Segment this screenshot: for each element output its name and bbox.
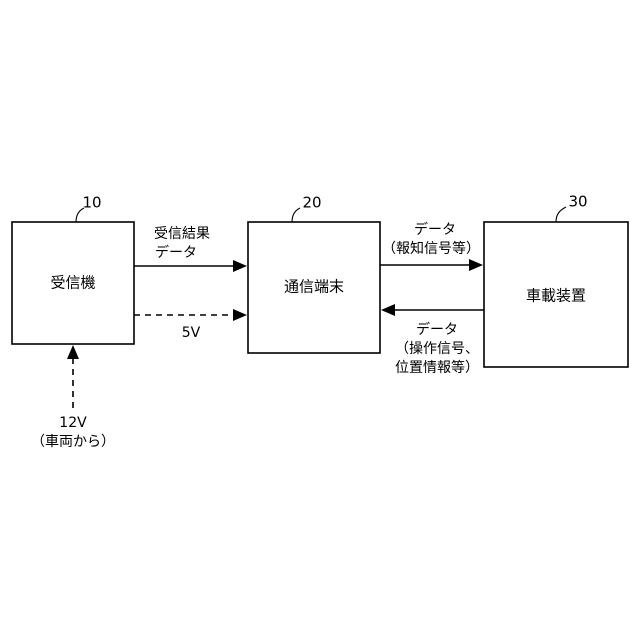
vehicle-device-label: 車載装置: [526, 287, 586, 305]
notify-data-label-line-1: データ: [414, 221, 456, 238]
terminal-ref-number: 20: [302, 194, 321, 212]
operation-data-label-line-2: （操作信号、: [395, 341, 479, 357]
power-12v-arrow-head: [67, 345, 79, 359]
operation-data-label-line-3: 位置情報等）: [395, 359, 479, 376]
result-data-label-line-1: 受信結果: [154, 226, 210, 242]
power-5v-label: 5V: [182, 325, 201, 341]
receiver-block: 受信機 10: [12, 194, 134, 345]
power-5v-arrow-head: [233, 309, 247, 321]
terminal-ref-leader: [292, 208, 300, 222]
vehicle-device-ref-number: 30: [568, 193, 587, 211]
notify-data-label-line-2: （報知信号等）: [382, 240, 480, 257]
receiver-label: 受信機: [50, 274, 95, 292]
power-12v-label-line-1: 12V: [59, 415, 87, 431]
vehicle-device-ref-leader: [556, 207, 566, 222]
terminal-label: 通信端末: [284, 278, 344, 296]
result-data-arrow-head: [233, 260, 247, 272]
power-5v-connection: 5V: [134, 309, 247, 341]
result-data-connection: 受信結果 データ: [134, 226, 247, 272]
vehicle-device-block: 車載装置 30: [484, 193, 628, 368]
operation-data-connection: データ （操作信号、 位置情報等）: [381, 304, 484, 376]
power-12v-connection: 12V （車両から）: [31, 345, 115, 450]
power-12v-label-line-2: （車両から）: [31, 433, 115, 450]
operation-data-arrow-head: [381, 304, 395, 316]
terminal-block: 通信端末 20: [248, 194, 380, 354]
operation-data-label-line-1: データ: [416, 321, 458, 338]
notify-data-arrow-head: [469, 259, 483, 271]
result-data-label-line-2: データ: [155, 244, 197, 261]
receiver-ref-number: 10: [82, 194, 101, 212]
notify-data-connection: データ （報知信号等）: [380, 221, 483, 271]
